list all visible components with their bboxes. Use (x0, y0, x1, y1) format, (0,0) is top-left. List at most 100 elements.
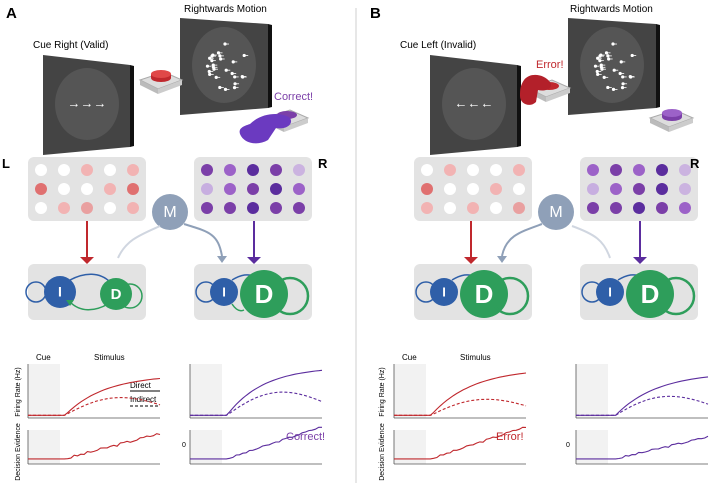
neuron (490, 202, 502, 214)
modulator-node: M (538, 194, 574, 230)
neuron (513, 164, 525, 176)
left-arrows-icon: ←←← (455, 95, 494, 110)
neuron (421, 183, 433, 195)
right-projection-arrowhead (247, 257, 261, 264)
decision-label: D (255, 279, 274, 309)
neuron (58, 202, 70, 214)
activity-plots: Cue Stimulus Cue Stimulus Direct Indirec… (15, 353, 709, 481)
left-sensory-module (28, 157, 146, 221)
modulator-node: M (152, 194, 188, 230)
pressing-hand-icon (520, 74, 552, 105)
neuron (421, 164, 433, 176)
cue-monitor: ←←← (430, 55, 521, 155)
neuron (467, 183, 479, 195)
cue-period-shade (576, 364, 608, 418)
left-sensory-module (414, 157, 532, 221)
neuron (224, 183, 236, 195)
modulator-weak-connection (571, 225, 611, 259)
modulator-label: M (549, 204, 562, 221)
neuron (35, 202, 47, 214)
modulator-arrowhead (217, 256, 227, 263)
pressing-hand-icon (239, 114, 292, 144)
neuron (679, 164, 691, 176)
modulator-weak-connection (117, 225, 161, 259)
neuron (270, 164, 282, 176)
indirect-firing-rate (190, 391, 323, 416)
decision-label: D (641, 279, 660, 309)
right-sensory-module (194, 157, 312, 221)
neuron (610, 164, 622, 176)
firing-rate-axis-label: Firing Rate (Hz) (15, 367, 22, 416)
modulator-label: M (163, 204, 176, 221)
left-projection-arrowhead (464, 257, 478, 264)
cue-period-shade (576, 430, 608, 464)
modulator-arrowhead (497, 256, 507, 263)
motion-label: Rightwards Motion (570, 4, 653, 15)
decision-label: D (111, 286, 122, 303)
indirect-firing-rate (576, 395, 709, 416)
right-sensory-module (580, 157, 698, 221)
panel-b: B Cue Left (Invalid) ←←← Rightwards Moti… (370, 4, 700, 320)
neuron (201, 202, 213, 214)
neuron (127, 183, 139, 195)
legend-indirect-label: Indirect (130, 395, 157, 404)
motion-dots-icon (205, 42, 249, 91)
neuron (201, 183, 213, 195)
motion-dot (214, 75, 218, 79)
motion-dot (230, 71, 234, 76)
stimulus-period-label: Stimulus (94, 353, 125, 362)
cue-period-shade (190, 364, 222, 418)
inhibitory-label: I (58, 284, 62, 300)
right-arrows-icon: →→→ (68, 95, 107, 110)
cue-monitor: →→→ (43, 55, 134, 155)
neuron (127, 164, 139, 176)
neuron (513, 202, 525, 214)
neuron (679, 202, 691, 214)
neuron (81, 202, 93, 214)
decision-evidence-trace (28, 433, 161, 460)
neuron (444, 183, 456, 195)
cue-period-shade (28, 430, 60, 464)
decision-evidence-axis-label: Decision Evidence (15, 423, 22, 481)
motion-label: Rightwards Motion (184, 4, 267, 15)
neuron (247, 183, 259, 195)
neuron (610, 183, 622, 195)
neuron (656, 183, 668, 195)
neuron (610, 202, 622, 214)
left-module-label: L (2, 156, 10, 171)
neuron (270, 183, 282, 195)
decision-evidence-trace (394, 426, 527, 460)
neuron (444, 164, 456, 176)
panel-letter: A (6, 5, 17, 22)
decision-feedback-label: Error! (496, 431, 524, 443)
cue-period-shade (190, 430, 222, 464)
neuron (587, 164, 599, 176)
neuron (490, 164, 502, 176)
right-module-label: R (690, 156, 700, 171)
firing-rate-axis-label: Firing Rate (Hz) (379, 367, 386, 416)
cue-label: Cue Right (Valid) (33, 40, 108, 51)
neuron (224, 164, 236, 176)
neuron (587, 202, 599, 214)
indirect-firing-rate (394, 398, 527, 416)
feedback-text: Correct! (274, 91, 313, 103)
cue-label: Cue Left (Invalid) (400, 40, 476, 51)
motion-dot (233, 75, 237, 79)
neuron (513, 183, 525, 195)
neuron (490, 183, 502, 195)
motion-dot (219, 57, 223, 61)
modulator-strong-connection (183, 223, 223, 257)
motion-dot (218, 54, 222, 58)
cue-period-shade (394, 364, 426, 418)
zero-tick-label: 0 (566, 442, 570, 449)
neuron (467, 164, 479, 176)
zero-tick-label: 0 (182, 442, 186, 449)
neuron (224, 202, 236, 214)
panel-a: A Cue Right (Valid) →→→ Rightwards Motio… (2, 4, 328, 320)
right-projection-arrowhead (633, 257, 647, 264)
motion-dot (241, 75, 245, 79)
inhibitory-label: I (442, 284, 446, 299)
motion-dot (216, 51, 221, 55)
